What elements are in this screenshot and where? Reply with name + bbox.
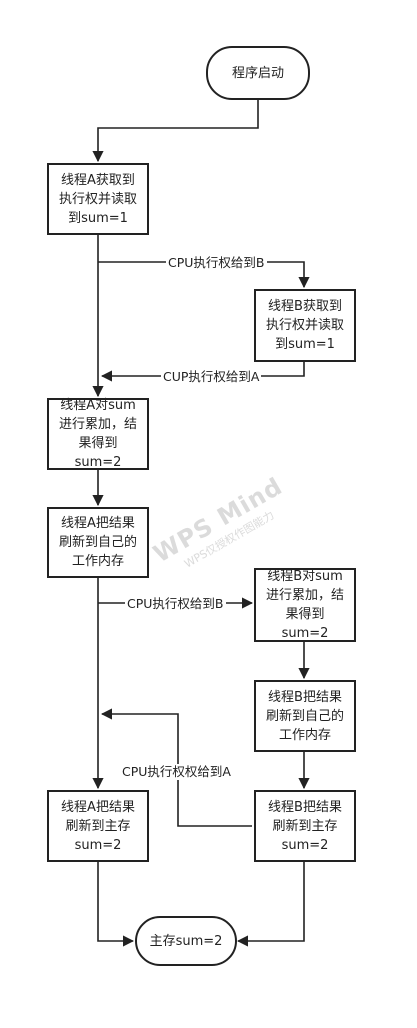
- node-thread-a-add: 线程A对sum 进行累加，结 果得到 sum=2: [47, 398, 149, 470]
- edge-label-cpu-to-b-1: CPU执行权给到B: [166, 255, 267, 271]
- node-thread-b-flush-main: 线程B把结果 刷新到主存 sum=2: [254, 790, 356, 862]
- node-program-start: 程序启动: [206, 46, 310, 100]
- edge-label-cpu-to-b-2: CPU执行权给到B: [125, 596, 226, 612]
- edge-b-flush-main-to-end: [236, 862, 305, 947]
- edge-start-to-a-read: [92, 100, 259, 163]
- node-thread-b-read: 线程B获取到 执行权并读取 到sum=1: [254, 289, 356, 362]
- node-thread-b-flush-local: 线程B把结果 刷新到自己的 工作内存: [254, 680, 356, 752]
- edge-label-cpu-to-a-1: CUP执行权给到A: [161, 369, 262, 385]
- node-thread-a-read: 线程A获取到 执行权并读取 到sum=1: [47, 163, 149, 235]
- edge-label-cpu-to-a-2: CPU执行权权给到A: [120, 764, 233, 780]
- node-thread-a-flush-local: 线程A把结果 刷新到自己的 工作内存: [47, 507, 149, 578]
- edge-a-flush-main-to-end: [97, 862, 135, 947]
- node-thread-b-add: 线程B对sum 进行累加，结 果得到 sum=2: [254, 568, 356, 642]
- node-thread-a-flush-main: 线程A把结果 刷新到主存 sum=2: [47, 790, 149, 862]
- node-main-memory-end: 主存sum=2: [135, 916, 237, 966]
